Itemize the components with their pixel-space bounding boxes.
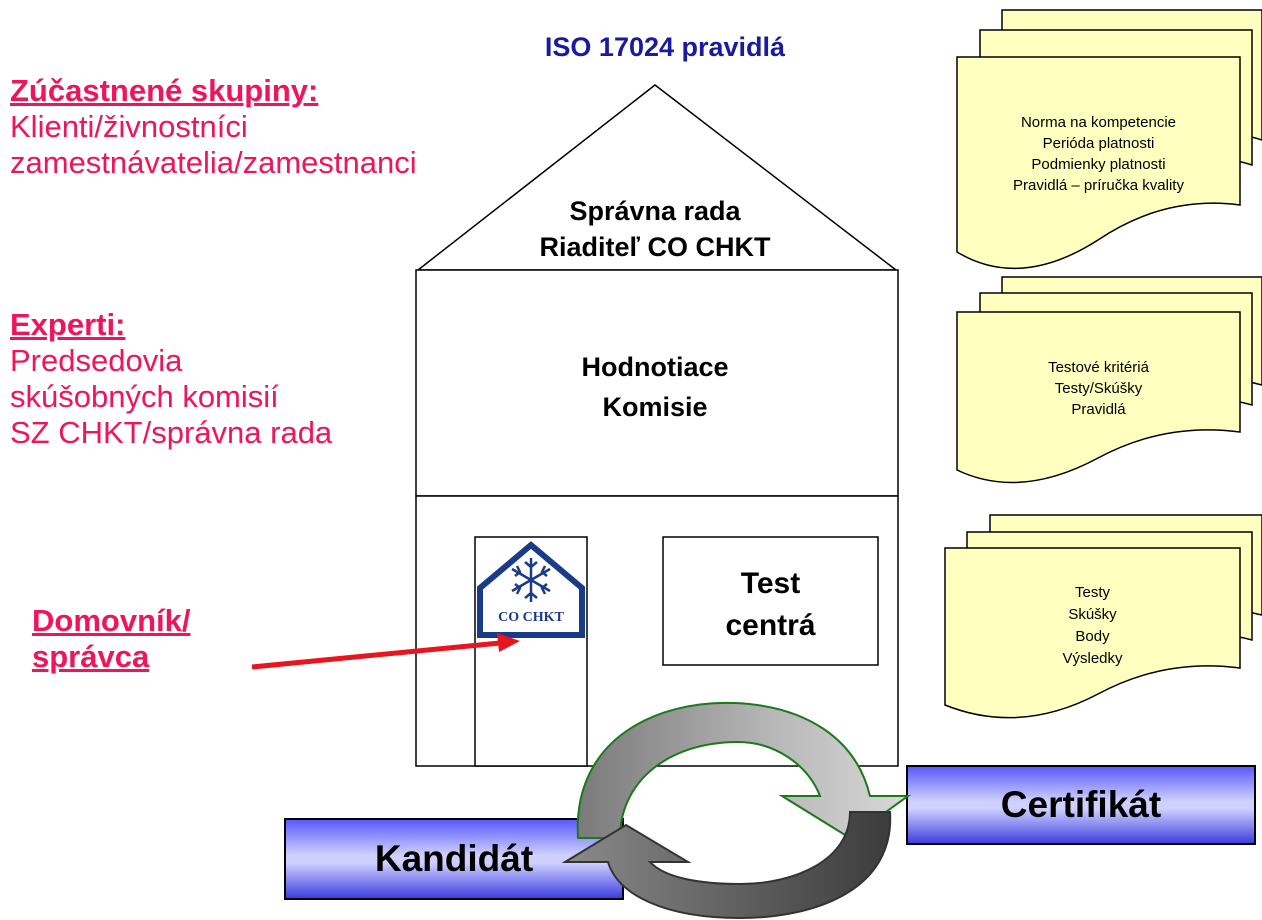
document-3-line-2: Skúšky (1068, 606, 1117, 623)
document-1-line-4: Pravidlá – príručka kvality (1013, 177, 1184, 194)
stakeholders-line-1: Klienti/živnostníci (10, 109, 248, 144)
document-1-line-3: Podmienky platnosti (1031, 156, 1166, 173)
document-3-line-1: Testy (1074, 584, 1110, 601)
experts-block: Experti: Predsedovia skúšobných komisií … (10, 307, 410, 451)
document-3-text: Testy Skúšky Body Výsledky (945, 582, 1240, 670)
middle-line-2: Komisie (602, 392, 708, 422)
document-1-line-1: Norma na kompetencie (1020, 114, 1177, 131)
test-center-text: Test centrá (663, 563, 878, 647)
document-stack-3 (944, 514, 1262, 719)
caretaker-heading-1: Domovník/ (32, 603, 191, 638)
candidate-label: Kandidát (374, 838, 534, 879)
experts-line-1: Predsedovia (10, 343, 183, 378)
experts-line-2: skúšobných komisií (10, 379, 279, 414)
document-2-line-2: Testy/Skúšky (1054, 380, 1143, 397)
document-3-line-3: Body (1075, 628, 1110, 645)
caretaker-heading-2: správca (32, 639, 150, 674)
test-center-window (662, 536, 879, 666)
certificate-label: Certifikát (1000, 784, 1162, 825)
middle-line-1: Hodnotiace (581, 352, 729, 382)
snowflake-icon (511, 558, 551, 602)
cycle-arrow-top (576, 701, 912, 840)
stakeholders-block: Zúčastnené skupiny: Klienti/živnostníci … (10, 73, 490, 181)
document-1-line-2: Perióda platnosti (1042, 135, 1155, 152)
document-3-line-4: Výsledky (1062, 650, 1123, 667)
experts-line-3: SZ CHKT/správna rada (10, 415, 333, 450)
caretaker-block: Domovník/ správca (32, 603, 282, 675)
roof-text: Správna rada Riaditeľ CO CHKT (480, 193, 830, 265)
page-title: ISO 17024 pravidlá (544, 32, 786, 62)
arrow-to-caretaker (251, 633, 520, 670)
middle-floor-text: Hodnotiace Komisie (520, 347, 790, 427)
cycle-arrow-bottom (561, 811, 892, 920)
roof-line-2: Riaditeľ CO CHKT (539, 232, 771, 262)
logo-text: CO CHKT (498, 610, 564, 625)
document-2-text: Testové kritériá Testy/Skúšky Pravidlá (957, 357, 1240, 420)
document-1-text: Norma na kompetencie Perióda platnosti P… (957, 112, 1240, 196)
candidate-bar: Kandidát (284, 818, 624, 900)
document-2-line-1: Testové kritériá (1048, 359, 1149, 376)
document-2-line-3: Pravidlá (1071, 401, 1126, 418)
test-line-2: centrá (725, 609, 816, 642)
stakeholders-heading: Zúčastnené skupiny: (10, 73, 319, 108)
document-stack-1 (956, 9, 1262, 270)
roof-line-1: Správna rada (569, 196, 741, 226)
house-upper-floor (415, 269, 899, 497)
stakeholders-line-2: zamestnávatelia/zamestnanci (10, 145, 417, 180)
co-chkt-logo (477, 541, 585, 638)
test-line-1: Test (740, 567, 801, 600)
document-stack-2 (956, 276, 1262, 484)
experts-heading: Experti: (10, 307, 126, 342)
certificate-bar: Certifikát (906, 765, 1256, 845)
